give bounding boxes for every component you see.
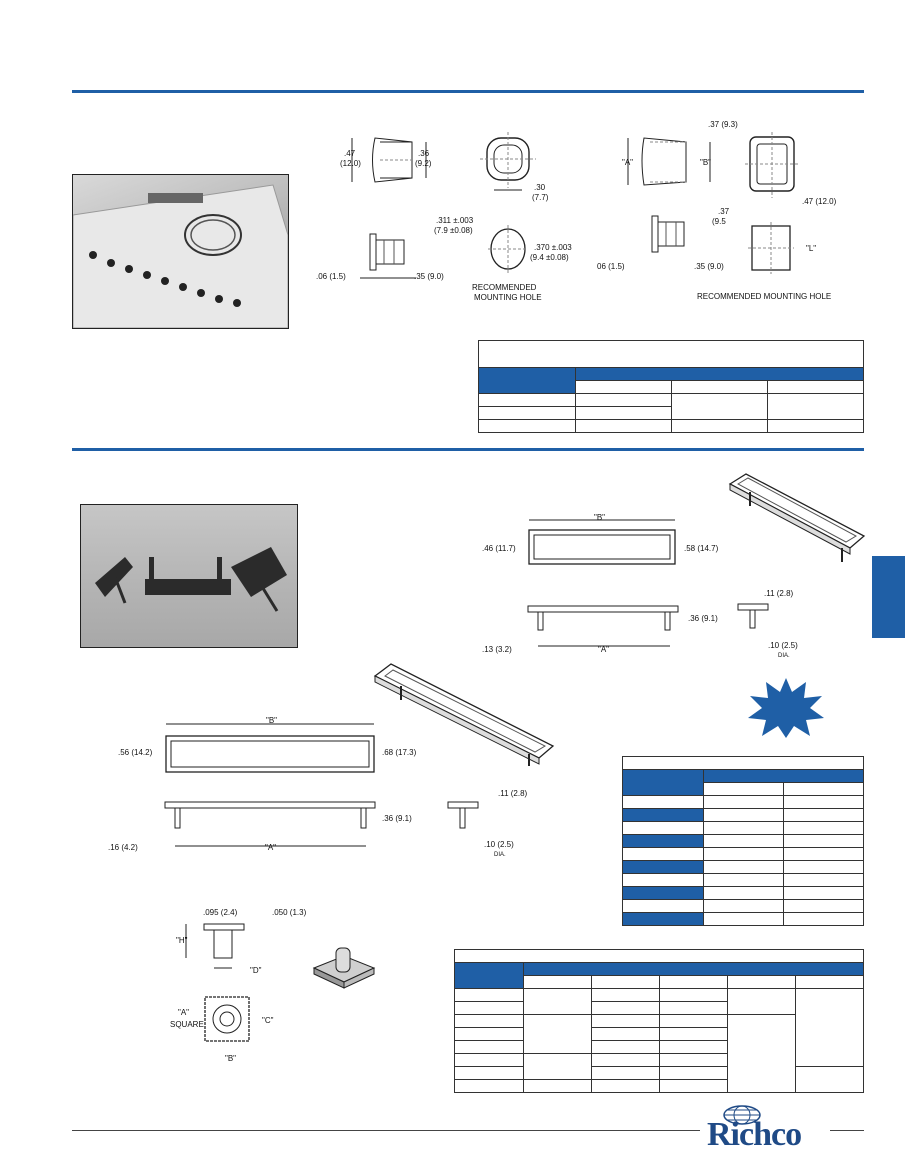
dim-width-mm: (7.7) (532, 193, 549, 202)
dim-flange-thickness: .06 (1.5) (316, 272, 346, 281)
dim-lower-thickness: .11 (2.8) (498, 789, 528, 798)
drawing-support-lower-end (447, 801, 479, 829)
dim-top-height-1: .46 (11.7) (482, 544, 516, 553)
section-divider-middle (72, 448, 864, 451)
dim-lower-leg-height: .36 (9.1) (382, 814, 412, 823)
dim-foot-flange: .050 (1.3) (272, 908, 307, 917)
dim-top-a: "A" (598, 645, 610, 654)
dim-foot-d: "D" (250, 966, 262, 975)
dim-l-label: "L" (806, 244, 817, 253)
product-photo-pcb-support (80, 504, 298, 648)
drawing-support-lower-top (165, 723, 375, 773)
drawing-clip-front-view (480, 132, 536, 191)
spec-table-2 (622, 756, 864, 926)
dim-body-mm: (9.2) (415, 159, 432, 168)
drawing-square-clip-lower (651, 215, 685, 253)
dim-width-in: .30 (534, 183, 546, 192)
richco-logo: Richco (707, 1116, 802, 1153)
label-recommended-hole-2: MOUNTING HOLE (474, 293, 542, 302)
dim-square-depth: .47 (12.0) (802, 197, 837, 206)
dim-lower-offset: .16 (4.2) (108, 843, 138, 852)
dim-hole-height: .370 ±.003 (534, 243, 572, 252)
dim-b-label: "B" (700, 158, 712, 167)
dim-lower-pin: .10 (2.5) (484, 840, 514, 849)
dim-top-thickness: .11 (2.8) (764, 589, 794, 598)
drawing-mounting-hole-square (748, 222, 794, 274)
dim-top-height-2: .58 (14.7) (684, 544, 719, 553)
dim-lower-height-1: .56 (14.2) (118, 748, 153, 757)
drawing-square-clip-side (627, 137, 711, 186)
spec-table-1 (478, 340, 864, 433)
dim-body-in: .36 (418, 149, 430, 158)
dim-clip-length: .35 (9.0) (414, 272, 444, 281)
dim-lower-a: "A" (265, 843, 277, 852)
dim-top-leg-height: .36 (9.1) (688, 614, 718, 623)
drawing-foot-iso (312, 947, 376, 989)
dim-top-dia: DIA. (778, 653, 790, 659)
dim-foot-top: .095 (2.4) (203, 908, 238, 917)
drawing-square-clip-front (745, 132, 799, 198)
footer-rule-left (72, 1130, 700, 1131)
footer-rule-right (830, 1130, 864, 1131)
globe-icon (723, 1105, 761, 1125)
dim-sq-hole-size-mm: (9.5 (712, 217, 726, 226)
dim-height-in: .47 (344, 149, 356, 158)
drawing-support-iso-top (728, 473, 866, 562)
support-photo-illustration (95, 547, 287, 612)
drawing-support-iso-lower (373, 663, 555, 766)
dim-hole-width-mm: (7.9 ±0.08) (434, 226, 473, 235)
drawing-support-top-view (528, 519, 676, 565)
dim-height-mm: (12.0) (340, 159, 361, 168)
drawing-clip-lower-view (360, 233, 416, 279)
dim-foot-a: "A" (178, 1008, 190, 1017)
dim-foot-b: "B" (225, 1054, 237, 1063)
dim-top-pin: .10 (2.5) (768, 641, 798, 650)
dim-foot-c: "C" (262, 1016, 274, 1025)
section-side-tab (872, 556, 905, 638)
dim-hole-width: .311 ±.003 (436, 216, 474, 225)
new-starburst-badge (748, 678, 824, 738)
product-photo-panel-clip (72, 174, 289, 329)
dim-sq-flange: 06 (1.5) (597, 262, 625, 271)
drawing-foot-top (204, 996, 250, 1042)
dim-hole-height-mm: (9.4 ±0.08) (530, 253, 569, 262)
dim-sq-length: .35 (9.0) (694, 262, 724, 271)
drawing-support-top-end (737, 603, 769, 629)
drawing-clip-side-view (351, 137, 427, 183)
dim-sq-hole-size: .37 (718, 207, 730, 216)
drawing-foot-side (185, 923, 245, 969)
drawing-support-lower-side (164, 801, 376, 847)
dim-square-width: .37 (9.3) (708, 120, 738, 129)
drawing-mounting-hole-round (488, 225, 528, 273)
section-divider-top (72, 90, 864, 93)
dim-foot-h: "H" (176, 936, 188, 945)
panel-photo-illustration (73, 184, 288, 328)
drawing-support-top-side (527, 605, 679, 647)
dim-foot-square: SQUARE (170, 1020, 204, 1029)
dim-lower-b: "B" (266, 716, 278, 725)
label-recommended-hole-1: RECOMMENDED (472, 283, 537, 292)
dim-lower-dia: DIA. (494, 852, 506, 858)
dim-lower-height-2: .68 (17.3) (382, 748, 417, 757)
dim-top-b: "B" (594, 513, 606, 522)
label-sq-recommended-hole: RECOMMENDED MOUNTING HOLE (697, 292, 832, 301)
dim-a-label: "A" (622, 158, 634, 167)
dim-top-offset: .13 (3.2) (482, 645, 512, 654)
spec-table-3 (454, 949, 864, 1093)
